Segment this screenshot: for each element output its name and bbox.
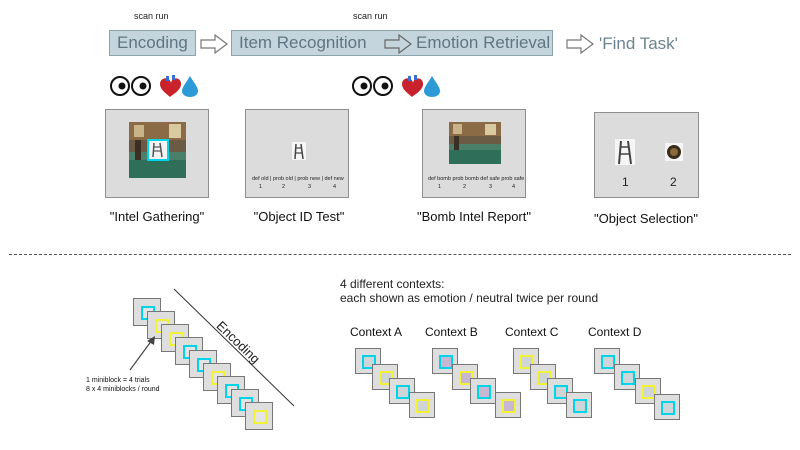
- sweat-drop-icon: [424, 76, 440, 97]
- context-d-card: [654, 394, 680, 420]
- object-id-number-1: 1: [259, 184, 263, 190]
- context-b-card: [432, 348, 458, 374]
- context-d-label: Context D: [588, 325, 642, 339]
- intel-gathering-screen: [105, 109, 209, 198]
- context-a-card: [355, 348, 381, 374]
- scan-run-label-left: scan run: [134, 11, 169, 21]
- selection-number-2: 2: [670, 175, 677, 189]
- context-c-label: Context C: [505, 325, 559, 339]
- scan-run-label-right: scan run: [353, 11, 388, 21]
- section-divider: [9, 254, 791, 255]
- physio-icons-right: [352, 74, 442, 98]
- context-c-card: [566, 392, 592, 418]
- ladder-icon: [292, 142, 306, 160]
- sweat-drop-icon: [182, 76, 198, 97]
- physio-icons-left: [110, 74, 200, 98]
- bomb-intel-number-4: 4: [512, 184, 516, 190]
- eyes-icon: [110, 76, 151, 96]
- heart-icon: [160, 75, 182, 97]
- miniblock-note-2: 8 x 4 miniblocks / round: [86, 386, 160, 393]
- bomb-intel-number-1: 1: [438, 184, 442, 190]
- context-d-card: [614, 364, 640, 390]
- context-d-card: [594, 348, 620, 374]
- ladder-icon: [152, 142, 163, 158]
- object-id-number-4: 4: [333, 184, 337, 190]
- coin-icon: [665, 143, 683, 161]
- bomb-intel-options: def bomb prob bomb def safe prob safe: [428, 176, 525, 182]
- context-a-card: [409, 392, 435, 418]
- stage-item-recognition-label: Item Recognition: [239, 33, 367, 52]
- context-b-card: [470, 378, 496, 404]
- object-id-number-3: 3: [308, 184, 312, 190]
- encoding-diagonal-line: [173, 288, 295, 407]
- context-b-label: Context B: [425, 325, 478, 339]
- object-selection-caption: "Object Selection": [594, 211, 698, 226]
- contexts-heading: 4 different contexts:: [340, 277, 445, 291]
- eyes-icon: [352, 76, 393, 96]
- scene-image: [449, 122, 501, 164]
- object-frame: [147, 139, 169, 161]
- stage-recognition-retrieval: Item Recognition Emotion Retrieval: [231, 30, 553, 56]
- object-id-options: def old | prob old | prob new | def new: [252, 176, 344, 182]
- object-id-number-2: 2: [282, 184, 286, 190]
- context-a-label: Context A: [350, 325, 403, 339]
- stage-find-task: 'Find Task': [599, 34, 678, 53]
- bomb-intel-screen: def bomb prob bomb def safe prob safe 1 …: [422, 109, 526, 198]
- bomb-intel-number-3: 3: [489, 184, 493, 190]
- encoding-card: [245, 402, 273, 430]
- bomb-intel-caption: "Bomb Intel Report": [416, 209, 531, 224]
- heart-icon: [402, 75, 424, 97]
- bomb-intel-number-2: 2: [463, 184, 467, 190]
- stage-encoding-label: Encoding: [117, 33, 188, 52]
- pointer-arrow-icon: [129, 336, 155, 371]
- ladder-icon: [615, 139, 635, 165]
- intel-gathering-caption: "Intel Gathering": [109, 209, 205, 224]
- object-selection-screen: 1 2: [594, 112, 699, 198]
- arrow-right-icon: [200, 34, 228, 54]
- miniblock-note-1: 1 miniblock = 4 trials: [86, 377, 150, 384]
- arrow-right-icon: [384, 34, 412, 54]
- stage-encoding: Encoding: [109, 30, 196, 56]
- object-id-screen: def old | prob old | prob new | def new …: [245, 109, 349, 198]
- object-id-caption: "Object ID Test": [253, 209, 345, 224]
- arrow-right-icon: [566, 34, 594, 54]
- contexts-description: each shown as emotion / neutral twice pe…: [340, 291, 599, 305]
- context-b-card: [495, 392, 521, 418]
- selection-number-1: 1: [622, 175, 629, 189]
- stage-emotion-retrieval-label: Emotion Retrieval: [416, 33, 551, 52]
